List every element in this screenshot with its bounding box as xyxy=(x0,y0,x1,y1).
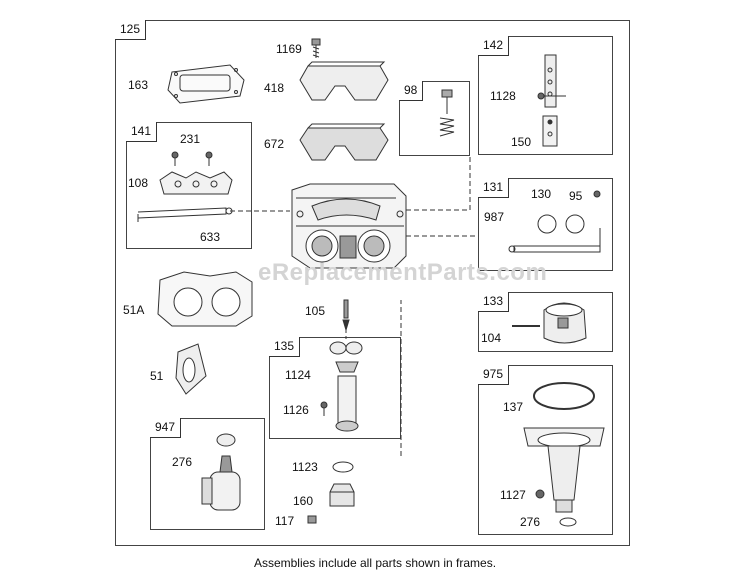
frame-label-141: 141 xyxy=(126,122,158,142)
frame-label-135: 135 xyxy=(269,337,301,357)
frame-label-98: 98 xyxy=(399,81,424,101)
callout-276-a: 276 xyxy=(172,455,193,469)
part-shaft-141 xyxy=(137,207,290,222)
part-spring-98 xyxy=(439,89,455,137)
part-screws-231 xyxy=(171,151,213,166)
callout-117: 117 xyxy=(275,514,295,528)
frame-label-142: 142 xyxy=(478,36,510,56)
frame-142 xyxy=(478,36,613,155)
callout-163: 163 xyxy=(128,78,149,92)
frame-label-975: 975 xyxy=(478,365,510,385)
frame-label-125: 125 xyxy=(115,20,147,40)
callout-108: 108 xyxy=(128,176,149,190)
part-screw-117 xyxy=(307,515,317,524)
callout-1169: 1169 xyxy=(276,42,302,56)
callout-231: 231 xyxy=(180,132,201,146)
frame-131 xyxy=(478,178,613,271)
part-shaft-131 xyxy=(508,190,601,253)
callout-418: 418 xyxy=(264,81,285,95)
callout-672: 672 xyxy=(264,137,285,151)
part-solenoid-947 xyxy=(201,433,241,511)
part-gasket-51A xyxy=(157,271,253,327)
callout-105: 105 xyxy=(305,304,326,318)
part-lever-142 xyxy=(537,54,566,108)
callout-1126: 1126 xyxy=(283,403,309,417)
callout-104: 104 xyxy=(481,331,502,345)
part-gasket-418 xyxy=(299,61,389,101)
part-bowl-975 xyxy=(523,382,605,527)
frame-98 xyxy=(399,81,470,156)
part-plate-150 xyxy=(542,115,558,147)
part-gasket-51 xyxy=(175,343,207,395)
part-housing-133 xyxy=(512,302,587,344)
callout-633: 633 xyxy=(200,230,221,244)
part-carburetor-body xyxy=(291,156,478,269)
callout-51A: 51A xyxy=(123,303,145,317)
part-screw-1169 xyxy=(311,38,321,58)
callout-1124: 1124 xyxy=(285,368,311,382)
frame-947 xyxy=(150,418,265,530)
part-ring-1123 xyxy=(332,461,354,473)
frame-label-133: 133 xyxy=(478,292,510,312)
callout-987: 987 xyxy=(484,210,505,224)
frame-133 xyxy=(478,292,613,352)
callout-1123: 1123 xyxy=(292,460,318,474)
frame-label-131: 131 xyxy=(478,178,510,198)
frame-975 xyxy=(478,365,613,535)
watermark: eReplacementParts.com xyxy=(258,259,548,286)
part-gasket-672 xyxy=(299,123,389,161)
callout-150: 150 xyxy=(511,135,532,149)
part-nut-160 xyxy=(329,483,355,507)
frame-label-947: 947 xyxy=(150,418,182,438)
part-float-135 xyxy=(320,300,402,456)
callout-130: 130 xyxy=(531,187,552,201)
callout-51: 51 xyxy=(150,369,164,383)
callout-1127: 1127 xyxy=(500,488,526,502)
callout-160: 160 xyxy=(293,494,314,508)
callout-1128: 1128 xyxy=(490,89,516,103)
frame-141 xyxy=(126,122,252,249)
callout-95: 95 xyxy=(569,189,583,203)
assemblies-caption: Assemblies include all parts shown in fr… xyxy=(253,556,497,570)
callout-137: 137 xyxy=(503,400,524,414)
part-gasket-163 xyxy=(167,64,245,104)
part-needle-105 xyxy=(342,299,350,340)
callout-276-b: 276 xyxy=(520,515,541,529)
main-frame xyxy=(115,20,630,546)
part-plate-108 xyxy=(159,171,233,195)
